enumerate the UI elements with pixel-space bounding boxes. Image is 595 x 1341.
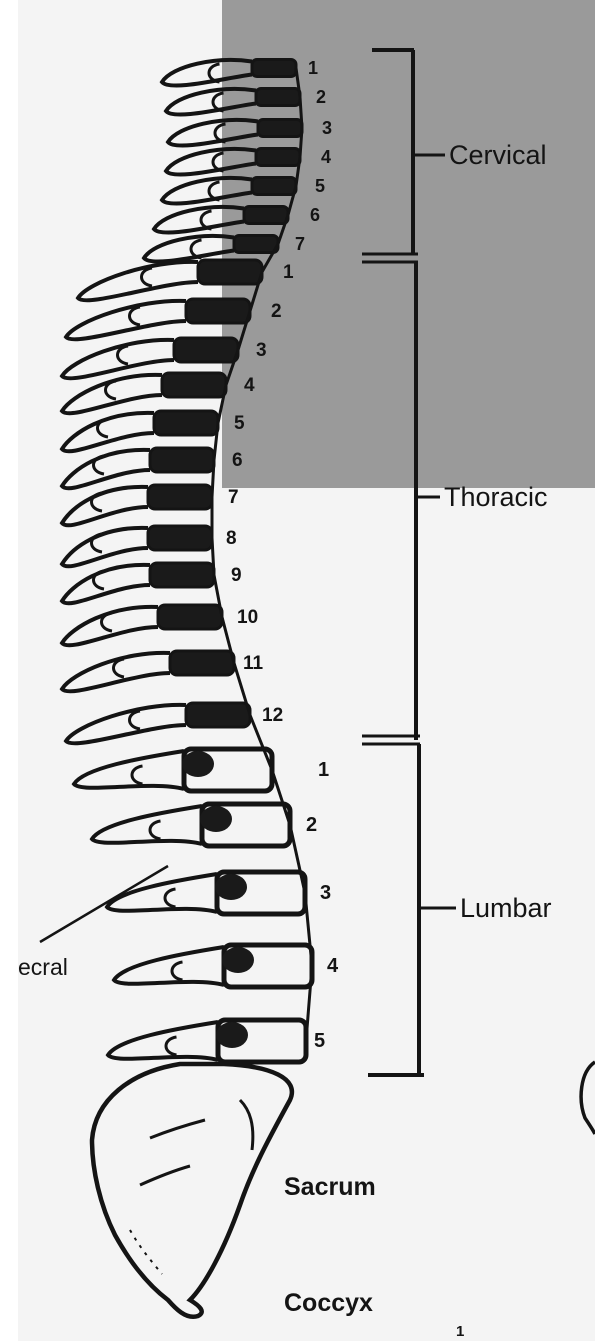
- cervical-spinous-process-3: [168, 120, 258, 146]
- thoracic-vertebra-number: 4: [244, 375, 255, 396]
- thoracic-vertebra-number: 3: [256, 340, 267, 361]
- lumbar-facet-3: [165, 889, 176, 907]
- lumbar-facet-5: [166, 1037, 177, 1055]
- thoracic-vertebra-body-10: [158, 605, 222, 629]
- sacrum-inner-line: [140, 1166, 190, 1185]
- thoracic-spinous-process-7: [62, 487, 148, 525]
- thoracic-facet-5: [98, 419, 109, 437]
- lumbar-vertebra-number: 1: [318, 759, 329, 781]
- cervical-spinous-process-2: [166, 89, 256, 115]
- cervical-vertebra-number: 5: [315, 176, 325, 196]
- callout-leader-line: [40, 866, 168, 942]
- lumbar-label: Lumbar: [460, 893, 552, 923]
- thoracic-vertebra-number: 5: [234, 413, 245, 434]
- cervical-label: Cervical: [449, 140, 547, 170]
- cervical-spinous-process-1: [162, 60, 252, 86]
- lumbar-vertebra-number: 2: [306, 814, 317, 836]
- cervical-vertebra-number: 7: [295, 234, 305, 254]
- lumbar-spinous-process-5: [108, 1022, 218, 1060]
- lumbar-vertebra-number: 5: [314, 1030, 325, 1052]
- coccyx-label: Coccyx: [284, 1289, 373, 1317]
- thoracic-vertebra-number: 2: [271, 301, 282, 322]
- lumbar-pedicle-5: [216, 1022, 248, 1048]
- thoracic-spinous-process-1: [78, 262, 198, 300]
- lumbar-spinous-process-1: [74, 751, 184, 789]
- thoracic-vertebra-body-2: [186, 299, 250, 323]
- cervical-vertebra-body-7: [234, 236, 278, 253]
- lumbar-spinous-process-2: [92, 806, 202, 844]
- thoracic-label: Thoracic: [444, 482, 548, 512]
- lumbar-facet-1: [132, 766, 143, 784]
- cervical-vertebra-body-3: [258, 120, 302, 137]
- thoracic-spinous-process-5: [62, 413, 154, 451]
- thoracic-facet-12: [130, 711, 141, 729]
- thoracic-vertebra-body-12: [186, 703, 250, 727]
- lumbar-pedicle-3: [215, 874, 247, 900]
- thoracic-vertebra-number: 12: [262, 705, 283, 726]
- thoracic-vertebra-number: 1: [283, 262, 294, 283]
- thoracic-facet-10: [102, 613, 113, 631]
- cervical-vertebra-body-4: [256, 149, 300, 166]
- cervical-spinous-process-4: [166, 149, 256, 175]
- thoracic-facet-11: [114, 659, 125, 677]
- cervical-vertebra-number: 3: [322, 118, 332, 138]
- thoracic-vertebra-body-7: [148, 485, 212, 509]
- sacrum-label: Sacrum: [284, 1173, 376, 1201]
- sacrum-coccyx-outline: [92, 1064, 292, 1317]
- vertebrae-group: [62, 60, 312, 1063]
- lumbar-facet-4: [172, 962, 183, 980]
- thoracic-vertebra-number: 10: [237, 607, 258, 628]
- cervical-vertebra-body-2: [256, 89, 300, 106]
- thoracic-vertebra-number: 8: [226, 528, 237, 549]
- cervical-spinous-process-7: [144, 236, 234, 262]
- thoracic-spinous-process-2: [66, 301, 186, 339]
- thoracic-facet-2: [130, 307, 141, 325]
- lumbar-pedicle-2: [200, 806, 232, 832]
- cervical-vertebra-number: 6: [310, 205, 320, 225]
- thoracic-vertebra-number: 7: [228, 487, 239, 508]
- lumbar-vertebra-number: 4: [327, 955, 339, 977]
- callout-label: ecral: [18, 954, 68, 980]
- thoracic-facet-3: [118, 346, 129, 364]
- sacrum-front-edge: [240, 1100, 253, 1150]
- cervical-vertebra-number: 1: [308, 58, 318, 78]
- thoracic-facet-4: [106, 381, 117, 399]
- thoracic-vertebra-body-5: [154, 411, 218, 435]
- thoracic-vertebra-body-1: [198, 260, 262, 284]
- thoracic-spinous-process-6: [62, 450, 150, 488]
- lumbar-pedicle-1: [182, 751, 214, 777]
- thoracic-vertebra-number: 9: [231, 565, 242, 586]
- lumbar-spinous-process-4: [114, 947, 224, 985]
- sacrum-inner-line: [150, 1120, 205, 1138]
- thoracic-vertebra-body-9: [150, 563, 214, 587]
- thoracic-vertebra-number: 11: [243, 653, 264, 674]
- thoracic-vertebra-body-6: [150, 448, 214, 472]
- thoracic-vertebra-number: 6: [232, 450, 243, 471]
- thoracic-facet-1: [142, 268, 153, 286]
- page-number: 1: [456, 1323, 464, 1340]
- thoracic-spinous-process-12: [66, 705, 186, 743]
- lumbar-facet-2: [150, 821, 161, 839]
- lumbar-pedicle-4: [222, 947, 254, 973]
- cervical-vertebra-number: 4: [321, 147, 331, 167]
- cervical-spinous-process-6: [154, 207, 244, 233]
- thoracic-spinous-process-8: [62, 528, 148, 566]
- cervical-spinous-process-5: [162, 178, 252, 204]
- cervical-vertebra-number: 2: [316, 87, 326, 107]
- lumbar-vertebra-number: 3: [320, 882, 331, 904]
- thoracic-vertebra-body-3: [174, 338, 238, 362]
- cervical-vertebra-body-6: [244, 207, 288, 224]
- thoracic-vertebra-body-4: [162, 373, 226, 397]
- cervical-vertebra-body-5: [252, 178, 296, 195]
- thoracic-vertebra-body-8: [148, 526, 212, 550]
- thoracic-spinous-process-9: [62, 565, 150, 603]
- partial-figure-right-edge: [581, 1062, 595, 1134]
- thoracic-vertebra-body-11: [170, 651, 234, 675]
- cervical-vertebra-body-1: [252, 60, 296, 77]
